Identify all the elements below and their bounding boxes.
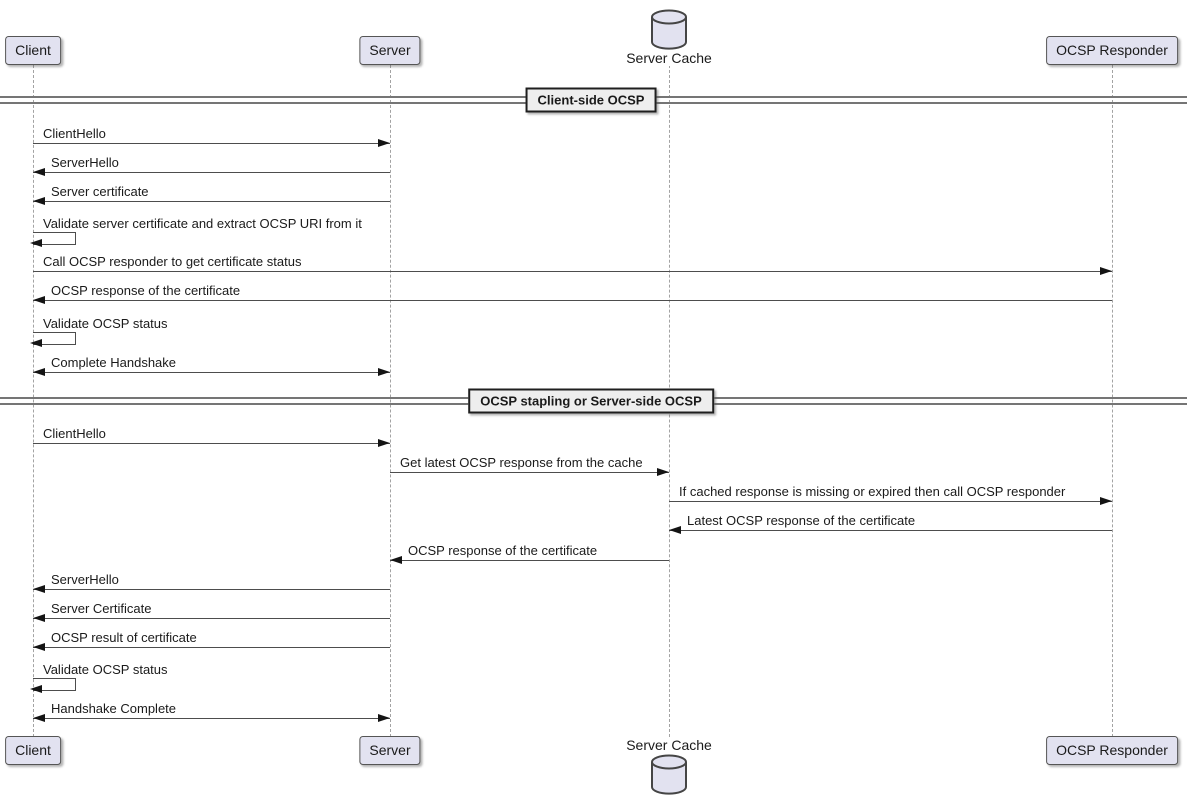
message-label: Latest OCSP response of the certificate (687, 513, 916, 528)
message-line (33, 300, 1112, 301)
lifeline-server (390, 65, 391, 737)
message-label: OCSP response of the certificate (408, 543, 598, 558)
arrowhead-left-icon (33, 585, 45, 593)
message-label: ClientHello (43, 126, 106, 141)
message-line (33, 372, 390, 373)
arrowhead-right-icon (378, 714, 390, 722)
arrowhead-left-icon (390, 556, 402, 564)
message-line (390, 560, 669, 561)
participant-server-bottom: Server (359, 736, 421, 765)
message-line (669, 501, 1112, 502)
arrowhead-left-icon (30, 685, 42, 693)
divider-label: OCSP stapling or Server-side OCSP (468, 388, 714, 414)
message-label: OCSP response of the certificate (51, 283, 241, 298)
self-message-loop (33, 332, 76, 345)
lifeline-responder (1112, 65, 1113, 737)
arrowhead-right-icon (378, 439, 390, 447)
arrowhead-left-icon (33, 296, 45, 304)
message-line (390, 472, 669, 473)
arrowhead-left-icon (30, 239, 42, 247)
message-label: Validate OCSP status (43, 316, 168, 331)
participant-responder-top: OCSP Responder (1046, 36, 1178, 65)
self-message-loop (33, 232, 76, 245)
participant-server-top: Server (359, 36, 421, 65)
message-label: Get latest OCSP response from the cache (400, 455, 643, 470)
arrowhead-right-icon (1100, 497, 1112, 505)
arrowhead-right-icon (378, 139, 390, 147)
arrowhead-left-icon (33, 643, 45, 651)
message-line (33, 443, 390, 444)
message-label: OCSP result of certificate (51, 630, 197, 645)
message-line (33, 143, 390, 144)
message-line (33, 618, 390, 619)
arrowhead-left-icon (33, 714, 45, 722)
message-line (33, 201, 390, 202)
participant-client-top: Client (5, 36, 61, 65)
arrowhead-right-icon (1100, 267, 1112, 275)
message-line (33, 589, 390, 590)
message-label: If cached response is missing or expired… (679, 484, 1066, 499)
message-line (669, 530, 1112, 531)
lifeline-client (33, 65, 34, 737)
arrowhead-left-icon (33, 368, 45, 376)
message-label: ServerHello (51, 572, 119, 587)
message-line (33, 172, 390, 173)
participant-label-cache-bottom: Server Cache (626, 737, 712, 753)
message-label: ServerHello (51, 155, 119, 170)
database-icon (649, 753, 689, 802)
divider-label: Client-side OCSP (525, 87, 657, 113)
message-label: Call OCSP responder to get certificate s… (43, 254, 302, 269)
arrowhead-left-icon (33, 168, 45, 176)
arrowhead-left-icon (669, 526, 681, 534)
message-label: ClientHello (43, 426, 106, 441)
message-line (33, 718, 390, 719)
message-label: Complete Handshake (51, 355, 177, 370)
arrowhead-left-icon (30, 339, 42, 347)
message-line (33, 271, 1112, 272)
participant-label-cache-top: Server Cache (626, 50, 712, 66)
message-label: Validate OCSP status (43, 662, 168, 677)
arrowhead-left-icon (33, 197, 45, 205)
self-message-loop (33, 678, 76, 691)
arrowhead-right-icon (657, 468, 669, 476)
participant-client-bottom: Client (5, 736, 61, 765)
message-label: Server certificate (51, 184, 149, 199)
message-label: Validate server certificate and extract … (43, 216, 362, 231)
arrowhead-right-icon (378, 368, 390, 376)
message-label: Handshake Complete (51, 701, 177, 716)
message-line (33, 647, 390, 648)
message-label: Server Certificate (51, 601, 152, 616)
participant-responder-bottom: OCSP Responder (1046, 736, 1178, 765)
database-icon (649, 8, 689, 57)
arrowhead-left-icon (33, 614, 45, 622)
